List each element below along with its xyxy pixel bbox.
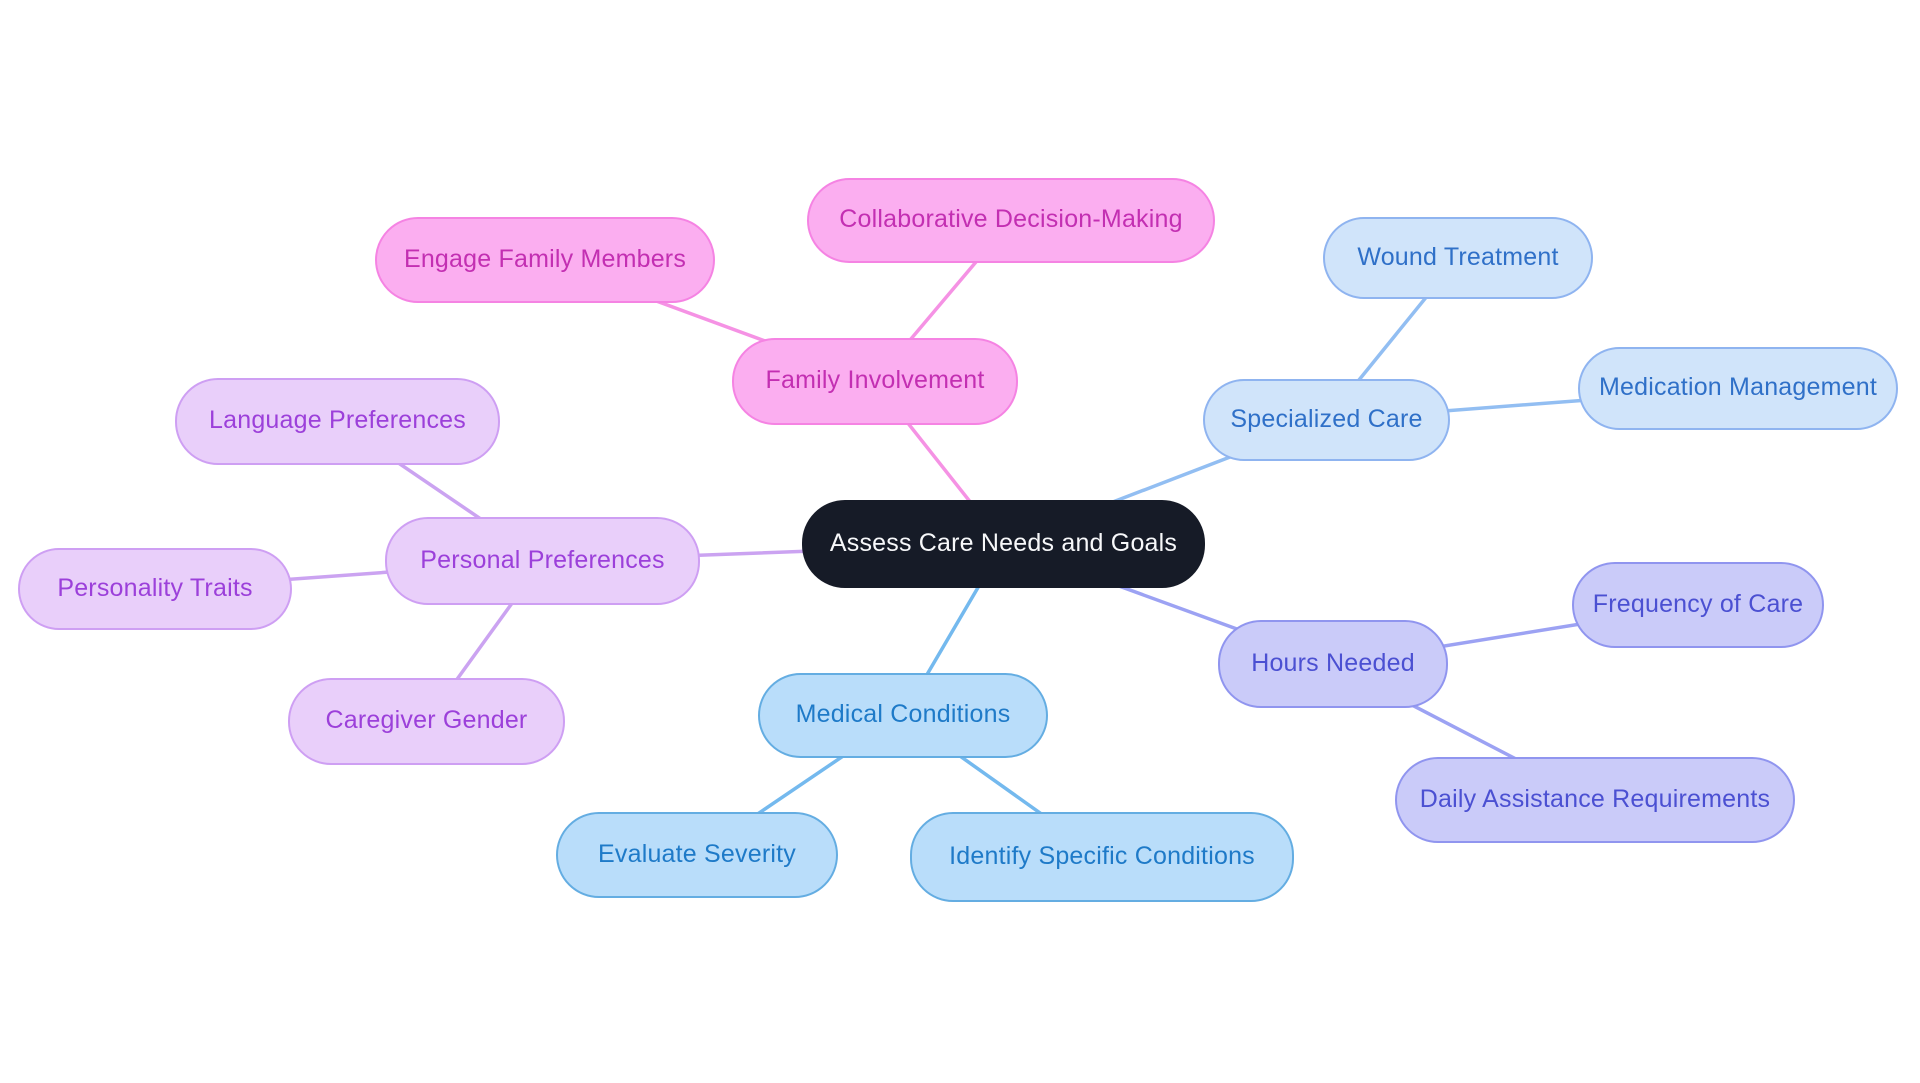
mindmap-node-engage-family-members: Engage Family Members xyxy=(375,217,715,303)
mindmap-node-assess-care-needs-and-goals: Assess Care Needs and Goals xyxy=(802,500,1205,588)
node-label: Evaluate Severity xyxy=(598,839,796,868)
node-label: Assess Care Needs and Goals xyxy=(829,528,1178,557)
node-label: Medical Conditions xyxy=(795,700,1011,728)
mindmap-node-personality-traits: Personality Traits xyxy=(18,548,292,630)
node-label: Language Preferences xyxy=(209,406,466,434)
node-label: Identify Specific Conditions xyxy=(949,841,1255,870)
mindmap-node-specialized-care: Specialized Care xyxy=(1203,379,1450,461)
mindmap-node-medical-conditions: Medical Conditions xyxy=(758,673,1048,758)
node-label: Personality Traits xyxy=(57,573,253,602)
mindmap-node-wound-treatment: Wound Treatment xyxy=(1323,217,1593,299)
node-label: Specialized Care xyxy=(1230,404,1423,433)
mindmap-node-personal-preferences: Personal Preferences xyxy=(385,517,700,605)
node-label: Hours Needed xyxy=(1251,648,1415,677)
mindmap-node-caregiver-gender: Caregiver Gender xyxy=(288,678,565,765)
mindmap-node-evaluate-severity: Evaluate Severity xyxy=(556,812,838,898)
mindmap-node-language-preferences: Language Preferences xyxy=(175,378,500,465)
mindmap-node-medication-management: Medication Management xyxy=(1578,347,1898,430)
node-label: Medication Management xyxy=(1599,373,1877,401)
node-label: Caregiver Gender xyxy=(325,706,528,734)
mindmap-node-family-involvement: Family Involvement xyxy=(732,338,1018,425)
node-label: Personal Preferences xyxy=(420,545,665,574)
node-label: Daily Assistance Requirements xyxy=(1419,784,1771,813)
node-label: Family Involvement xyxy=(765,366,985,394)
node-label: Wound Treatment xyxy=(1357,242,1559,271)
mindmap-node-frequency-of-care: Frequency of Care xyxy=(1572,562,1824,648)
node-label: Collaborative Decision-Making xyxy=(839,205,1183,233)
mindmap-node-daily-assistance-requirements: Daily Assistance Requirements xyxy=(1395,757,1795,843)
node-label: Engage Family Members xyxy=(403,244,687,273)
mindmap-node-collaborative-decision-making: Collaborative Decision-Making xyxy=(807,178,1215,263)
mindmap-node-identify-specific-conditions: Identify Specific Conditions xyxy=(910,812,1294,902)
mindmap-node-hours-needed: Hours Needed xyxy=(1218,620,1448,708)
node-label: Frequency of Care xyxy=(1592,589,1804,618)
